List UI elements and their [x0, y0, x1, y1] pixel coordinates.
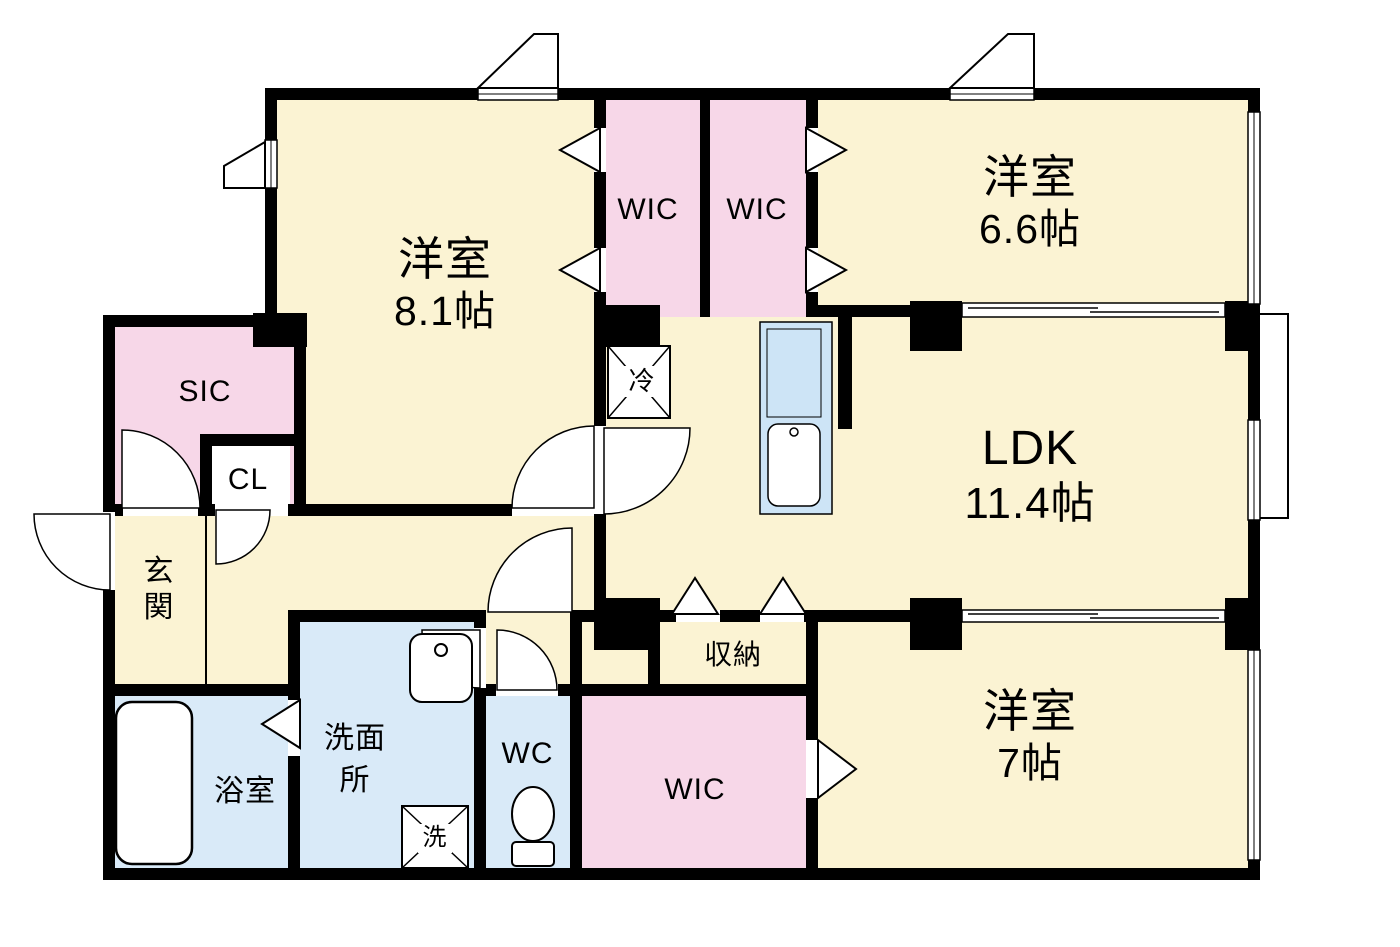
casement-window-icon: [947, 33, 1035, 89]
cl-door-swing: [215, 509, 271, 565]
casement-window-icon: [223, 140, 266, 189]
cl-floor: [206, 440, 290, 510]
genkan-floor: [103, 504, 306, 696]
room-west-6-6-label: 洋室 6.6帖: [979, 151, 1081, 253]
wic-right-door-icon: [805, 126, 849, 174]
kitchen-counter-icon: [759, 321, 833, 515]
wic-top-left-floor: [594, 88, 706, 317]
room81-door-swing: [511, 425, 595, 509]
storage-door2-icon: [758, 576, 808, 615]
casement-window-icon: [475, 33, 559, 89]
bay-window-icon: [1260, 313, 1289, 519]
sic-door-swing: [121, 429, 201, 509]
door-triangles: [260, 126, 858, 801]
wall-segment: [103, 315, 265, 327]
bath-label: 浴室: [214, 775, 276, 808]
cl-label: CL: [227, 463, 269, 496]
wall-segment: [1034, 88, 1260, 100]
wall-segment: [594, 514, 606, 610]
wic-bottom-floor: [570, 684, 818, 868]
toilet-tank-icon: [511, 841, 555, 867]
washer-label: 洗: [418, 824, 452, 853]
wall-segment: [594, 88, 606, 128]
wall-pillar: [1225, 301, 1260, 351]
wall-pillar: [1225, 598, 1260, 650]
wall-segment: [570, 684, 818, 696]
toilet-bowl-icon: [511, 786, 555, 842]
wall-segment: [288, 610, 486, 622]
windows: [223, 33, 1289, 861]
wall-segment: [720, 610, 760, 622]
wall-pillar: [594, 305, 660, 347]
wall-segment: [806, 798, 818, 868]
wall-segment: [558, 88, 950, 100]
genkan-label: 玄 関: [143, 555, 175, 624]
wall-segment: [265, 88, 478, 100]
kitchen-sink-icon: [767, 423, 821, 507]
wall-segment: [294, 347, 306, 516]
wall-segment: [1248, 88, 1260, 112]
storage-door1-icon: [670, 576, 720, 615]
wall-segment: [570, 610, 676, 622]
wall-segment: [103, 868, 1260, 880]
wall-segment: [804, 610, 910, 622]
wall-segment: [594, 347, 606, 426]
wall-segment: [200, 434, 295, 446]
wall-segment: [200, 434, 212, 516]
wall-segment: [594, 172, 606, 248]
wic-top-right-label: WIC: [726, 193, 788, 226]
wall-segment: [198, 504, 215, 516]
sic-label: SIC: [178, 375, 232, 408]
entrance-door-swing: [33, 513, 111, 591]
wic-left-door2-icon: [557, 246, 601, 294]
wall-segment: [474, 622, 486, 628]
wall-segment: [700, 88, 710, 317]
wall-segment: [570, 610, 582, 868]
wall-segment: [838, 317, 852, 429]
bathtub-icon: [114, 700, 194, 866]
hall-door-swing: [487, 527, 573, 613]
room-west-7-label: 洋室 7帖: [983, 685, 1077, 787]
wic-top-right-floor: [700, 88, 818, 317]
bath-door-icon: [260, 698, 301, 750]
wall-segment: [474, 688, 486, 868]
wall-segment: [288, 610, 300, 700]
faucet-icon: [434, 643, 448, 657]
wc-door-swing: [496, 629, 558, 691]
wic-bottom-door-icon: [817, 737, 858, 801]
fridge-label: 冷: [622, 366, 662, 398]
wall-segment: [288, 504, 512, 516]
wc-label: WC: [501, 737, 554, 770]
wall-segment: [288, 756, 300, 868]
storage-label: 収納: [703, 639, 762, 670]
wall-pillar: [253, 313, 307, 347]
wall-segment: [806, 622, 818, 740]
room-west-6-6-floor: [806, 88, 1260, 317]
wall-pillar: [910, 598, 962, 650]
wall-segment: [265, 88, 277, 140]
wall-segment: [648, 622, 660, 684]
washbasin-icon: [409, 633, 473, 703]
room-ldk-label: LDK 11.4帖: [964, 422, 1096, 528]
wall-segment: [103, 684, 300, 696]
wall-segment: [103, 590, 115, 880]
wall-segment: [806, 88, 818, 128]
washroom-label: 洗面 所: [324, 722, 386, 797]
wall-segment: [806, 172, 818, 248]
wic-left-door-icon: [557, 126, 601, 174]
ldk-door-swing: [603, 427, 691, 515]
wic-bottom-label: WIC: [664, 773, 726, 806]
room-ldk-floor: [594, 305, 1260, 622]
wic-right-door2-icon: [805, 246, 849, 294]
room-west-7-floor: [806, 598, 1260, 868]
wall-segment: [265, 188, 277, 347]
wic-top-left-label: WIC: [617, 193, 679, 226]
wall-segment: [103, 315, 115, 512]
room-west-8-1-label: 洋室 8.1帖: [394, 233, 496, 335]
wall-segment: [806, 305, 910, 317]
wall-pillar: [910, 301, 962, 351]
